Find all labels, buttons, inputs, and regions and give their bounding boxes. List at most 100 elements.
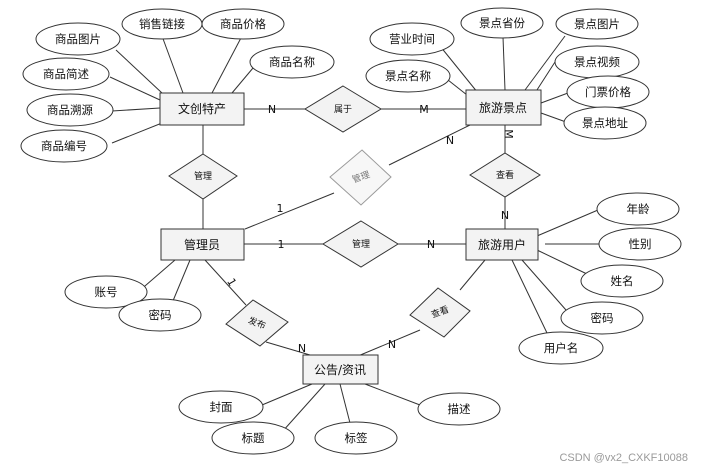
relation-user-scenic-label: 查看: [496, 169, 514, 181]
line-user-password: [521, 259, 567, 311]
attr-notice-desc: 描述: [417, 392, 501, 426]
line-scenic-hours: [439, 45, 479, 94]
entity-admin-label: 管理员: [184, 237, 220, 252]
attr-scenic-name: 景点名称: [365, 59, 451, 93]
line-user-name: [536, 249, 588, 275]
card-view-user: N: [501, 209, 509, 222]
card-notice-view: N: [388, 338, 396, 351]
relation-user-scenic: 查看: [469, 152, 541, 198]
line-user-view2: [459, 259, 486, 291]
attr-admin-account-label: 账号: [95, 285, 118, 299]
attr-notice-tags-label: 标签: [345, 431, 368, 445]
attr-product-code: 商品编号: [20, 129, 108, 163]
card-admin-user-admin: 1: [278, 238, 285, 251]
line-product-image: [115, 49, 163, 94]
attr-notice-cover: 封面: [178, 390, 264, 424]
attr-product-origin: 商品溯源: [26, 93, 114, 127]
card-belongs-scenic: M: [419, 103, 429, 116]
entity-user: 旅游用户: [465, 228, 539, 261]
line-notice-desc: [364, 383, 421, 406]
attr-scenic-ticket: 门票价格: [566, 75, 650, 109]
attr-notice-title: 标题: [211, 421, 295, 455]
line-scenic-ticket: [540, 92, 569, 104]
attr-product-link-label: 销售链接: [139, 17, 185, 31]
card-admin-scenic-scenic: N: [446, 134, 454, 147]
line-user-username: [511, 259, 548, 334]
line-manage2-scenic: [388, 124, 471, 166]
relation-belongs-label: 属于: [334, 104, 352, 115]
line-product-name: [231, 67, 254, 94]
line-product-link: [161, 35, 184, 94]
attr-scenic-image: 景点图片: [555, 8, 639, 40]
line-product-desc: [109, 76, 161, 101]
attr-notice-desc-label: 描述: [448, 402, 471, 416]
entity-notice-label: 公告/资讯: [314, 363, 366, 377]
attr-product-name-label: 商品名称: [269, 55, 315, 69]
attr-scenic-image-label: 景点图片: [574, 17, 620, 31]
attr-scenic-ticket-label: 门票价格: [585, 85, 631, 99]
card-admin-publish: 1: [224, 276, 239, 289]
attr-product-origin-label: 商品溯源: [47, 103, 93, 117]
line-product-code: [111, 122, 163, 144]
attr-scenic-hours: 营业时间: [369, 22, 455, 56]
relation-admin-user-label: 管理: [352, 238, 370, 250]
attr-user-age: 年龄: [596, 192, 680, 226]
card-admin-scenic-admin: 1: [277, 202, 284, 215]
attr-product-price-label: 商品价格: [220, 17, 266, 31]
line-notice-cover: [261, 383, 313, 406]
entity-user-label: 旅游用户: [478, 237, 526, 252]
attr-user-username: 用户名: [518, 331, 604, 365]
attr-admin-password: 密码: [118, 298, 202, 332]
entity-scenic: 旅游景点: [465, 89, 542, 126]
relation-admin-product: 管理: [168, 153, 238, 200]
attr-user-gender-label: 性别: [629, 237, 652, 251]
relation-admin-product-label: 管理: [194, 170, 212, 182]
line-notice-tags: [339, 383, 351, 424]
line-admin-manage2: [244, 192, 335, 230]
line-admin-publish: [204, 259, 247, 306]
attr-scenic-province-label: 景点省份: [479, 16, 525, 30]
attr-product-image-label: 商品图片: [55, 32, 101, 46]
attr-notice-title-label: 标题: [242, 431, 265, 445]
attr-product-name: 商品名称: [249, 45, 335, 79]
line-scenic-province: [502, 36, 506, 91]
attr-scenic-province: 景点省份: [460, 7, 544, 39]
attr-scenic-video-label: 景点视频: [574, 55, 620, 69]
line-view2-notice: [357, 329, 421, 357]
attr-scenic-name-label: 景点名称: [385, 69, 431, 83]
attr-notice-tags: 标签: [314, 421, 398, 455]
attr-admin-account: 账号: [64, 275, 148, 309]
card-product-belongs: N: [268, 103, 276, 116]
attr-scenic-address-label: 景点地址: [582, 116, 628, 130]
line-user-age: [536, 209, 599, 237]
line-notice-title: [281, 383, 326, 433]
line-publish-notice: [265, 341, 311, 356]
line-scenic-address: [540, 112, 567, 123]
attr-product-code-label: 商品编号: [41, 139, 87, 153]
entity-scenic-label: 旅游景点: [479, 101, 527, 115]
relation-publish: 发布: [225, 299, 289, 347]
attr-product-link: 销售链接: [121, 8, 203, 40]
attr-scenic-video: 景点视频: [554, 45, 640, 79]
attr-user-name: 姓名: [580, 264, 664, 298]
watermark: CSDN @vx2_CXKF10088: [559, 452, 688, 464]
line-product-origin: [111, 107, 161, 112]
attr-product-image: 商品图片: [35, 22, 121, 56]
entity-notice: 公告/资讯: [302, 354, 379, 385]
card-publish-notice: N: [298, 342, 306, 355]
relation-admin-scenic: 管理: [329, 149, 392, 206]
line-scenic-video: [534, 61, 556, 94]
line-product-price: [211, 35, 243, 94]
attr-admin-password-label: 密码: [149, 308, 172, 322]
relation-belongs: 属于: [304, 85, 382, 133]
attr-product-desc: 商品简述: [22, 57, 110, 91]
attr-user-name-label: 姓名: [611, 274, 634, 288]
attr-product-desc-label: 商品简述: [43, 67, 89, 81]
attr-user-age-label: 年龄: [627, 202, 650, 216]
card-admin-user-user: N: [427, 238, 435, 251]
entity-product: 文创特产: [159, 92, 245, 126]
attr-product-price: 商品价格: [201, 8, 285, 40]
attr-scenic-hours-label: 营业时间: [389, 32, 435, 46]
attr-notice-cover-label: 封面: [210, 400, 233, 414]
